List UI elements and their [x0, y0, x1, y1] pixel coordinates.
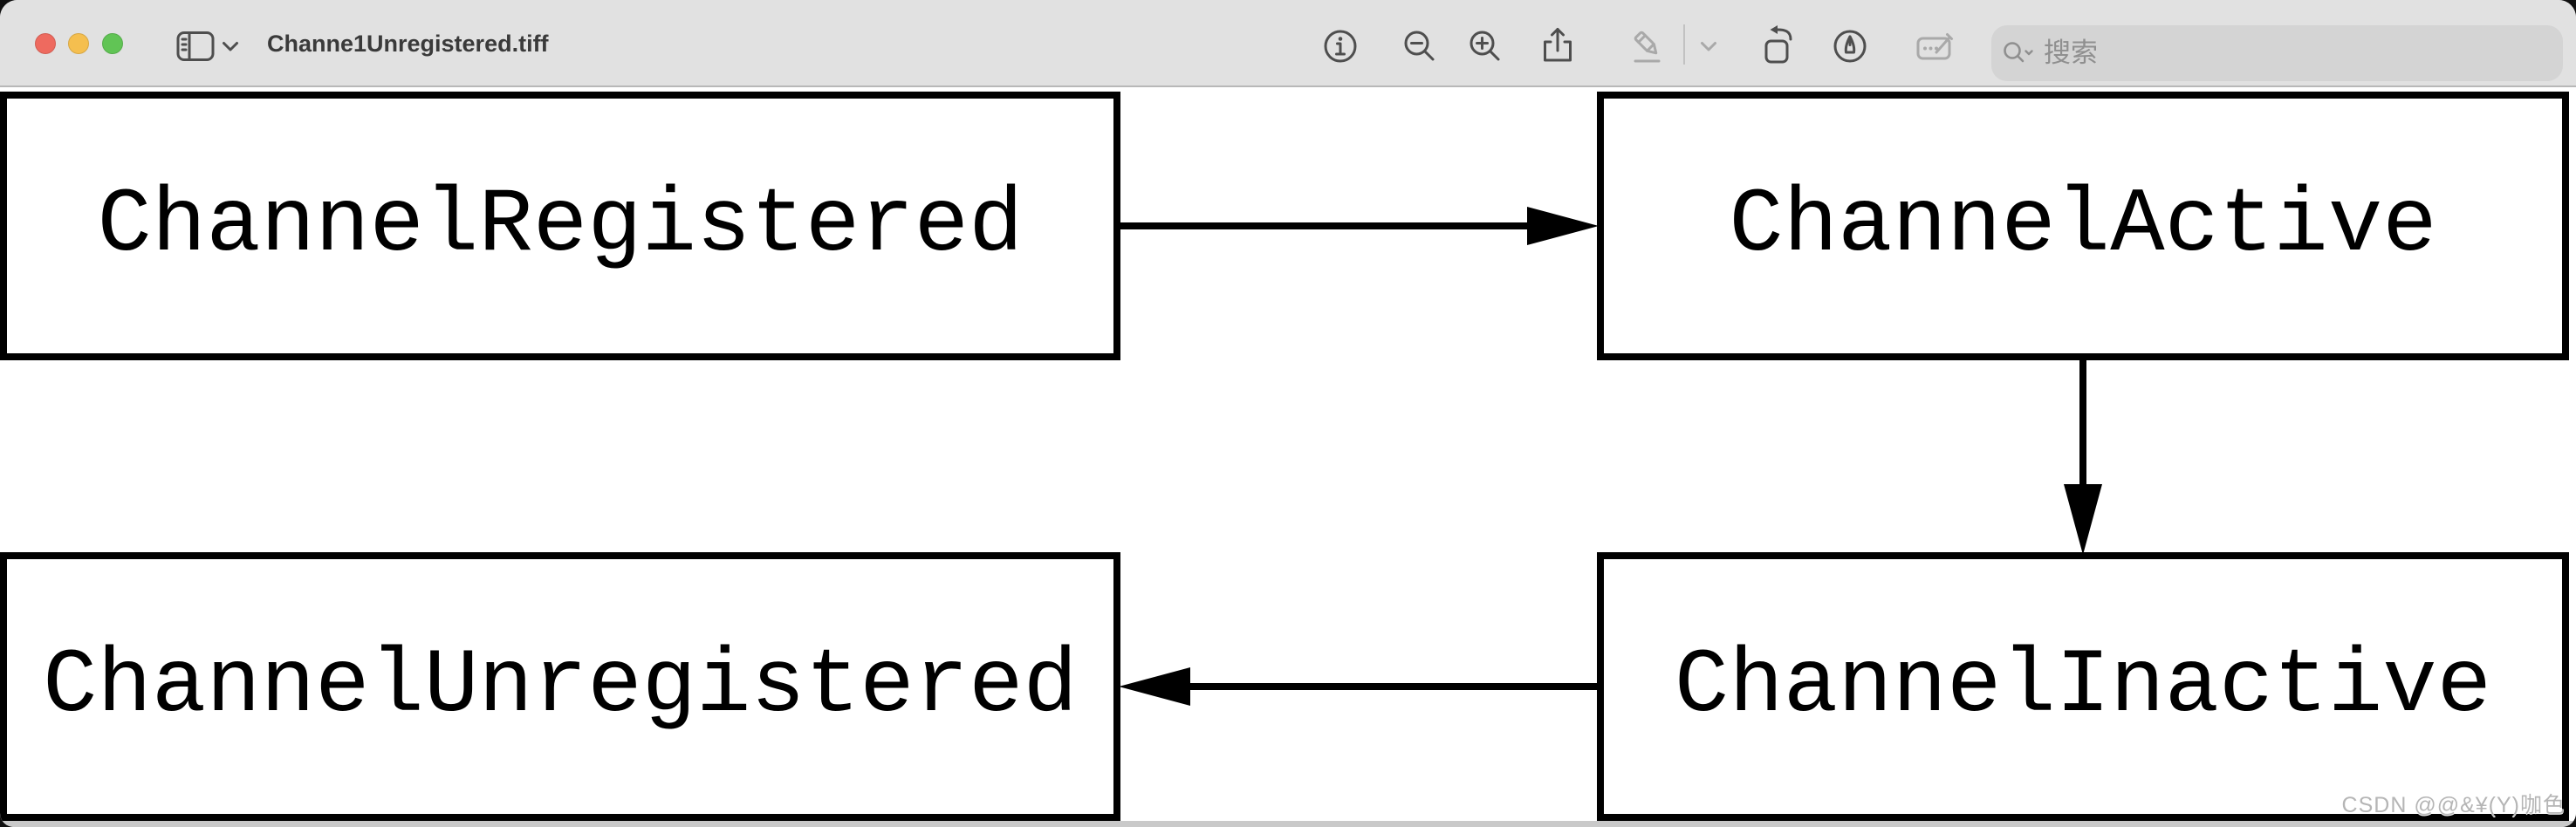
state-box-channel-unregistered — [0, 552, 1120, 821]
share-icon — [1544, 28, 1572, 62]
state-box-channel-registered — [0, 92, 1120, 360]
info-button[interactable] — [1316, 22, 1365, 71]
info-icon — [1324, 30, 1357, 63]
minimize-button[interactable] — [68, 33, 89, 54]
markup-pencil-icon — [1634, 31, 1661, 63]
chevron-down-icon — [1701, 42, 1716, 51]
sidebar-toggle-button[interactable] — [171, 22, 220, 71]
rotate-left-button[interactable] — [1755, 22, 1804, 71]
window-title: Channe1Unregistered.tiff — [267, 31, 549, 57]
state-diagram: ChannelRegistered ChannelActive ChannelU… — [0, 92, 2569, 821]
chevron-down-icon — [223, 42, 238, 51]
arrow-active-to-inactive-head — [2064, 484, 2102, 555]
zoom-out-button[interactable] — [1395, 22, 1444, 71]
sidebar-chevron-button[interactable] — [211, 22, 250, 71]
rotate-left-icon — [1764, 25, 1792, 64]
annotate-button[interactable] — [1826, 22, 1874, 71]
watermark: CSDN @@&¥(Y)咖色 — [2341, 793, 2566, 817]
annotate-icon — [1833, 30, 1867, 63]
titlebar: Channe1Unregistered.tiff — [0, 0, 2576, 87]
state-label-channel-active: ChannelActive — [1729, 174, 2436, 277]
search-icon — [2004, 42, 2033, 63]
state-box-channel-inactive — [1597, 552, 2569, 821]
search-field[interactable] — [1991, 25, 2563, 81]
close-button[interactable] — [35, 33, 56, 54]
fill-sign-icon — [1916, 33, 1953, 60]
state-label-channel-unregistered: ChannelUnregistered — [43, 635, 1078, 738]
search-input[interactable] — [2042, 37, 2551, 70]
fill-sign-button[interactable] — [1910, 22, 1959, 71]
markup-button[interactable] — [1625, 22, 1674, 71]
markup-chevron-button[interactable] — [1684, 22, 1733, 71]
state-label-channel-registered: ChannelRegistered — [98, 174, 1024, 277]
sidebar-toggle-icon — [176, 31, 215, 61]
zoom-in-button[interactable] — [1461, 22, 1510, 71]
toolbar-divider — [1683, 24, 1685, 65]
image-viewer: ChannelRegistered ChannelActive ChannelU… — [0, 87, 2576, 821]
zoom-out-icon — [1404, 31, 1435, 61]
zoom-in-icon — [1470, 31, 1500, 61]
state-label-channel-inactive: ChannelInactive — [1675, 635, 2491, 738]
arrow-inactive-to-unregistered-head — [1119, 667, 1190, 706]
window-edge — [0, 821, 2576, 827]
state-box-channel-active — [1597, 92, 2569, 360]
share-button[interactable] — [1533, 22, 1582, 71]
arrow-registered-to-active-head — [1527, 207, 1599, 245]
fullscreen-button[interactable] — [102, 33, 123, 54]
